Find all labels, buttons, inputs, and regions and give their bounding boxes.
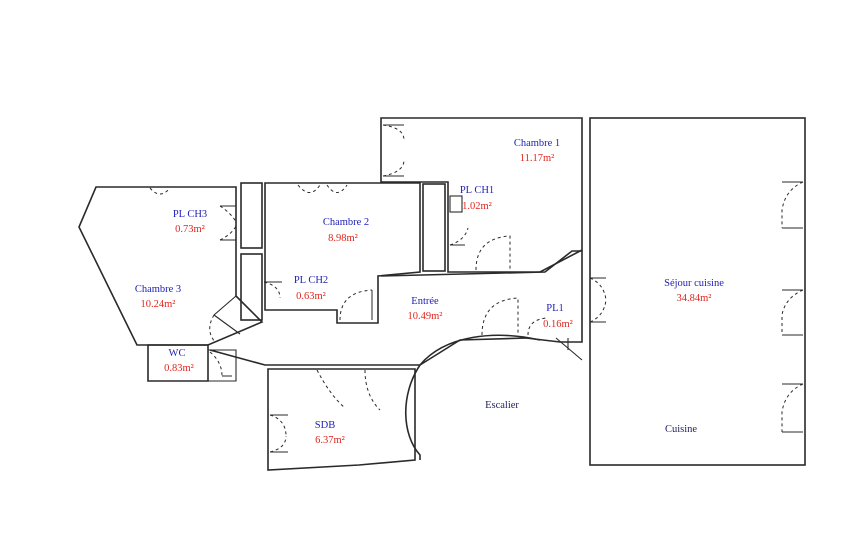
plch2-area: 0.63m² xyxy=(296,291,326,302)
entree-area: 10.49m² xyxy=(408,311,443,322)
sejour-name: Séjour cuisine xyxy=(664,278,724,289)
entree-name: Entrée xyxy=(411,296,439,307)
wc-name: WC xyxy=(169,348,186,359)
doors xyxy=(149,124,804,453)
escalier-curve xyxy=(405,334,541,460)
cuisine-name: Cuisine xyxy=(665,424,697,435)
chambre-1-name: Chambre 1 xyxy=(514,138,560,149)
pl1-area: 0.16m² xyxy=(543,319,573,330)
sdb-walls xyxy=(267,368,416,471)
plch2-walls xyxy=(240,253,263,321)
sdb-name: SDB xyxy=(315,420,335,431)
plch3-walls xyxy=(240,182,263,249)
chambre-2-area: 8.98m² xyxy=(328,233,358,244)
sdb-area: 6.37m² xyxy=(315,435,345,446)
plch3-area: 0.73m² xyxy=(175,224,205,235)
chambre-2-walls xyxy=(264,182,421,324)
plch1-area: 1.02m² xyxy=(462,201,492,212)
plch3-name: PL CH3 xyxy=(173,209,207,220)
chambre-2-name: Chambre 2 xyxy=(323,217,369,228)
walls xyxy=(78,117,806,471)
plch2-name: PL CH2 xyxy=(294,275,328,286)
plch1-name: PL CH1 xyxy=(460,185,494,196)
escalier-name: Escalier xyxy=(485,400,519,411)
sejour-area: 34.84m² xyxy=(677,293,712,304)
chambre-1-area: 11.17m² xyxy=(520,153,555,164)
chambre-3-walls xyxy=(78,186,264,346)
room-labels: Chambre 1 11.17m² PL CH1 1.02m² Chambre … xyxy=(135,138,724,446)
chambre-3-name: Chambre 3 xyxy=(135,284,181,295)
pl1-name: PL1 xyxy=(546,303,564,314)
chambre-1-walls xyxy=(380,117,583,273)
chambre-3-area: 10.24m² xyxy=(141,299,176,310)
sejour-cuisine-walls xyxy=(589,117,806,466)
plch1-walls xyxy=(422,183,446,272)
wc-area: 0.83m² xyxy=(164,363,194,374)
